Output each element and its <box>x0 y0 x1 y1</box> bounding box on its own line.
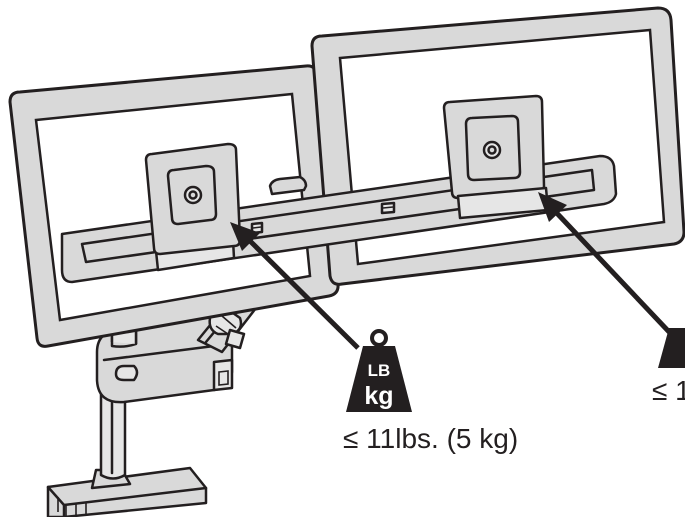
weight-unit-lb: LB <box>368 361 391 380</box>
left-capacity-symbol: ≤ <box>343 423 358 454</box>
right-load-arrow <box>538 192 674 337</box>
right-capacity-label: ≤ 11lbs. (5 kg) <box>652 375 685 406</box>
left-weight-icon: LB kg <box>346 329 412 412</box>
left-load-arrow <box>230 222 360 350</box>
desk-base <box>46 466 208 517</box>
right-capacity-symbol: ≤ <box>652 375 667 406</box>
weight-unit-kg: kg <box>364 382 393 410</box>
left-capacity-label: ≤ 11lbs. (5 kg) <box>343 423 518 454</box>
right-capacity-value: 11lbs. (5 kg) <box>667 375 685 406</box>
right-weight-icon <box>658 328 685 368</box>
right-vesa-plate <box>442 94 550 220</box>
left-capacity-value: 11lbs. (5 kg) <box>358 423 518 454</box>
left-vesa-plate <box>144 142 242 256</box>
